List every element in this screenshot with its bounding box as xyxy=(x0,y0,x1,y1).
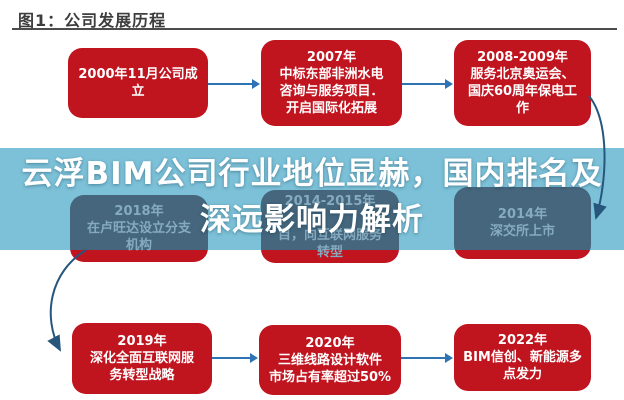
node-text-line: 立 xyxy=(131,84,145,99)
node-text-line: 中标东部非洲水电 xyxy=(279,67,384,82)
arrow-2020-to-2022-icon xyxy=(400,353,453,363)
node-2014-ipo: 2014年 深交所上市 xyxy=(454,187,591,259)
node-text-line: 市场占有率超过50% xyxy=(268,369,392,385)
node-text-line: 2022年 xyxy=(497,333,548,348)
headline-title: 云浮BIM公司行业地位显赫，国内排名及 深远影响力解析 xyxy=(0,151,624,243)
node-text-line: 在卢旺达设立分支 xyxy=(86,221,191,236)
caption-underline xyxy=(12,28,617,30)
arrow-2007-to-2008-icon xyxy=(402,79,453,89)
node-text-line: 2020年 xyxy=(305,335,355,351)
node-text-line: 2014-2015年 xyxy=(284,193,376,209)
node-text-line: 咨询与服务项目． xyxy=(279,84,384,99)
node-text-line: 开启国际化拓展 xyxy=(285,101,377,116)
node-text-line: 点发力 xyxy=(502,367,542,382)
node-text-line: 转型 xyxy=(316,244,343,260)
node-text-line: 机构 xyxy=(125,238,152,253)
node-text-line: 2018年 xyxy=(114,204,164,219)
node-2007-africa-project: 2007年 中标东部非洲水电 咨询与服务项目． 开启国际化拓展 xyxy=(261,40,402,126)
node-text-line: 三维线路设计软件 xyxy=(277,352,382,368)
node-text-line: 2008-2009年 xyxy=(477,50,568,65)
node-text-line: 目，向互联网服务 xyxy=(277,227,382,243)
figure-caption: 图1：公司发展历程 xyxy=(18,11,167,30)
node-2019-strategy: 2019年 深化全面互联网服 务转型战略 xyxy=(72,323,212,394)
node-2000-founding: 2000年11月公司成 立 xyxy=(68,48,208,118)
node-text-line: 深交所上市 xyxy=(489,224,555,239)
node-text-line: 2014年 xyxy=(497,207,548,222)
node-text-line: 务转型战略 xyxy=(109,368,175,383)
arrow-2019-to-2020-icon xyxy=(212,353,258,363)
node-text-line: 深化全面互联网服 xyxy=(89,351,194,366)
node-text-line: 国庆60周年保电工 xyxy=(467,84,578,99)
node-2008-2009-olympics: 2008-2009年 服务北京奥运会、 国庆60周年保电工 作 xyxy=(454,40,591,126)
node-text-line: 2007年 xyxy=(306,50,357,65)
headline-line2: 深远影响力解析 xyxy=(200,202,424,238)
node-text-line: 2000年11月公司成 xyxy=(78,67,198,82)
node-2014-2015-internet-transition: 2014-2015年 目，向互联网服务 转型 xyxy=(261,190,399,263)
headline-line1: 云浮BIM公司行业地位显赫，国内排名及 xyxy=(21,156,603,192)
node-2020-market-share: 2020年 三维线路设计软件 市场占有率超过50% xyxy=(259,325,401,395)
node-text-line: 2019年 xyxy=(117,334,167,349)
node-2018-rwanda-branch: 2018年 在卢旺达设立分支 机构 xyxy=(70,195,208,262)
node-text-line: BIM信创、新能源多 xyxy=(463,350,582,365)
node-text-line: 作 xyxy=(515,101,529,116)
node-text-line: 服务北京奥运会、 xyxy=(470,67,575,82)
arrow-2000-to-2007-icon xyxy=(208,79,260,89)
node-2022-bim-newenergy: 2022年 BIM信创、新能源多 点发力 xyxy=(454,324,591,391)
